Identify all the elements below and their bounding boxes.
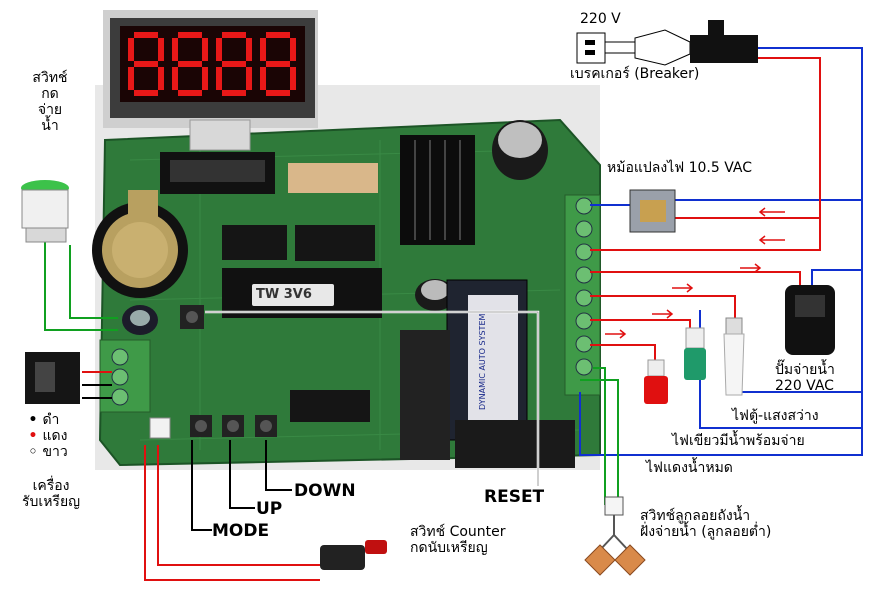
terminal-screw-0 bbox=[575, 197, 593, 215]
digit-0-segment-5 bbox=[128, 67, 134, 90]
seven-segment-display bbox=[103, 10, 318, 128]
digit-3-segment-3 bbox=[260, 38, 266, 61]
reset-label: RESET bbox=[484, 487, 545, 507]
lamps bbox=[644, 317, 745, 404]
wire-color-legend: • ดำ • แดง ◦ ขาว bbox=[28, 412, 68, 460]
legend-black-bullet: • bbox=[28, 412, 38, 428]
digit-2-segment-5 bbox=[216, 67, 222, 90]
heatsink bbox=[400, 135, 475, 245]
voltage-label: 220 V bbox=[580, 11, 621, 27]
digit-0-segment-2 bbox=[134, 90, 158, 96]
digit-0-segment-6 bbox=[158, 67, 164, 90]
relay bbox=[400, 279, 575, 468]
terminal-screw-7 bbox=[575, 358, 593, 376]
ribbon-cable bbox=[160, 119, 275, 194]
digit-3-segment-4 bbox=[290, 38, 296, 61]
terminal-screw-5 bbox=[575, 312, 593, 330]
digit-2-segment-0 bbox=[222, 32, 246, 38]
legend-black: • ดำ bbox=[28, 412, 68, 428]
lamp-light-label: ไฟตู้-แสงสว่าง bbox=[732, 408, 819, 424]
digit-2-segment-4 bbox=[246, 38, 252, 61]
press-switch bbox=[21, 180, 69, 243]
resistor-bank bbox=[288, 163, 378, 193]
legend-white: ◦ ขาว bbox=[28, 444, 68, 460]
digit-2-segment-3 bbox=[216, 38, 222, 61]
lamp-green-label: ไฟเขียวมีน้ำพร้อมจ่าย bbox=[672, 433, 805, 449]
digit-0-segment-3 bbox=[128, 38, 134, 61]
down-label: DOWN bbox=[294, 481, 356, 501]
pump-label-line-2: 220 VAC bbox=[775, 378, 834, 395]
coin-acceptor bbox=[25, 352, 80, 404]
battery-holder bbox=[92, 190, 188, 298]
float-switch bbox=[584, 496, 646, 576]
digit-1-segment-2 bbox=[178, 90, 202, 96]
coin-acceptor-label: เครื่อง รับเหรียญ bbox=[22, 478, 80, 510]
legend-red-bullet: • bbox=[28, 428, 38, 445]
relay-label: DYNAMIC AUTO SYSTEM bbox=[478, 313, 487, 410]
digit-3-segment-6 bbox=[290, 67, 296, 90]
terminal-screw-4 bbox=[575, 289, 593, 307]
counter-switch-label: สวิทช์ Counter กดนับเหรียญ bbox=[410, 524, 506, 556]
current-arrows bbox=[605, 207, 785, 339]
legend-red: • แดง bbox=[28, 428, 68, 444]
digit-1-segment-0 bbox=[178, 32, 202, 38]
water-pump bbox=[785, 285, 835, 355]
press-switch-line-3: จ่าย bbox=[37, 102, 63, 119]
legend-white-bullet: ◦ bbox=[28, 444, 38, 461]
float-switch-line-2: ฝั่งจ่ายน้ำ (ลูกลอยต่ำ) bbox=[640, 524, 772, 541]
digit-0-segment-0 bbox=[134, 32, 158, 38]
float-switch-label: สวิทช์ลูกลอยถังน้ำ ฝั่งจ่ายน้ำ (ลูกลอยต่… bbox=[640, 508, 771, 540]
digit-1-segment-3 bbox=[172, 38, 178, 61]
lamp-red-label: ไฟแดงน้ำหมด bbox=[646, 460, 733, 476]
digit-1-segment-5 bbox=[172, 67, 178, 90]
press-switch-line-1: สวิทช์ bbox=[32, 70, 68, 86]
pump-label: ปั๊มจ่ายน้ำ 220 VAC bbox=[775, 362, 835, 394]
plug-and-breaker bbox=[576, 20, 758, 66]
digit-3-segment-5 bbox=[260, 67, 266, 90]
coin-acceptor-line-2: รับเหรียญ bbox=[22, 494, 81, 511]
chip-label: TW 3V6 bbox=[256, 287, 312, 302]
wires bbox=[44, 47, 863, 581]
digit-2-segment-2 bbox=[222, 90, 246, 96]
mode-label: MODE bbox=[212, 521, 270, 541]
digit-3-segment-0 bbox=[266, 32, 290, 38]
terminal-screw-6 bbox=[575, 335, 593, 353]
terminal-screw-2 bbox=[575, 243, 593, 261]
coin-acceptor-line-1: เครื่อง bbox=[32, 478, 70, 494]
legend-white-text: ขาว bbox=[42, 444, 68, 461]
board-buttons bbox=[149, 305, 277, 439]
digit-1-segment-4 bbox=[202, 38, 208, 61]
transformer-label: หม้อแปลงไฟ 10.5 VAC bbox=[607, 160, 753, 176]
digit-2-segment-6 bbox=[246, 67, 252, 90]
ic-chips bbox=[222, 225, 382, 422]
display-digits bbox=[128, 32, 296, 96]
transformer bbox=[629, 189, 676, 233]
digit-3-segment-2 bbox=[266, 90, 290, 96]
counter-switch bbox=[320, 540, 387, 570]
legend-black-text: ดำ bbox=[42, 412, 60, 428]
breaker-label: เบรคเกอร์ (Breaker) bbox=[570, 66, 700, 82]
digit-2-segment-1 bbox=[222, 61, 246, 67]
legend-red-text: แดง bbox=[42, 428, 68, 445]
digit-3-segment-1 bbox=[266, 61, 290, 67]
counter-switch-line-2: กดนับเหรียญ bbox=[410, 540, 488, 557]
press-switch-label: สวิทช์ กด จ่าย น้ำ bbox=[32, 70, 68, 134]
press-switch-line-2: กด bbox=[41, 86, 59, 103]
capacitors bbox=[122, 120, 548, 335]
press-switch-line-4: น้ำ bbox=[41, 118, 59, 135]
pump-label-line-1: ปั๊มจ่ายน้ำ bbox=[775, 362, 835, 378]
digit-1-segment-6 bbox=[202, 67, 208, 90]
digit-0-segment-4 bbox=[158, 38, 164, 61]
terminal-screw-3 bbox=[575, 266, 593, 284]
float-switch-line-1: สวิทช์ลูกลอยถังน้ำ bbox=[640, 508, 751, 524]
digit-0-segment-1 bbox=[134, 61, 158, 67]
digit-1-segment-1 bbox=[178, 61, 202, 67]
counter-switch-line-1: สวิทช์ Counter bbox=[410, 524, 506, 540]
terminal-screw-1 bbox=[575, 220, 593, 238]
up-label: UP bbox=[256, 499, 283, 519]
terminal-block-left bbox=[99, 339, 151, 413]
